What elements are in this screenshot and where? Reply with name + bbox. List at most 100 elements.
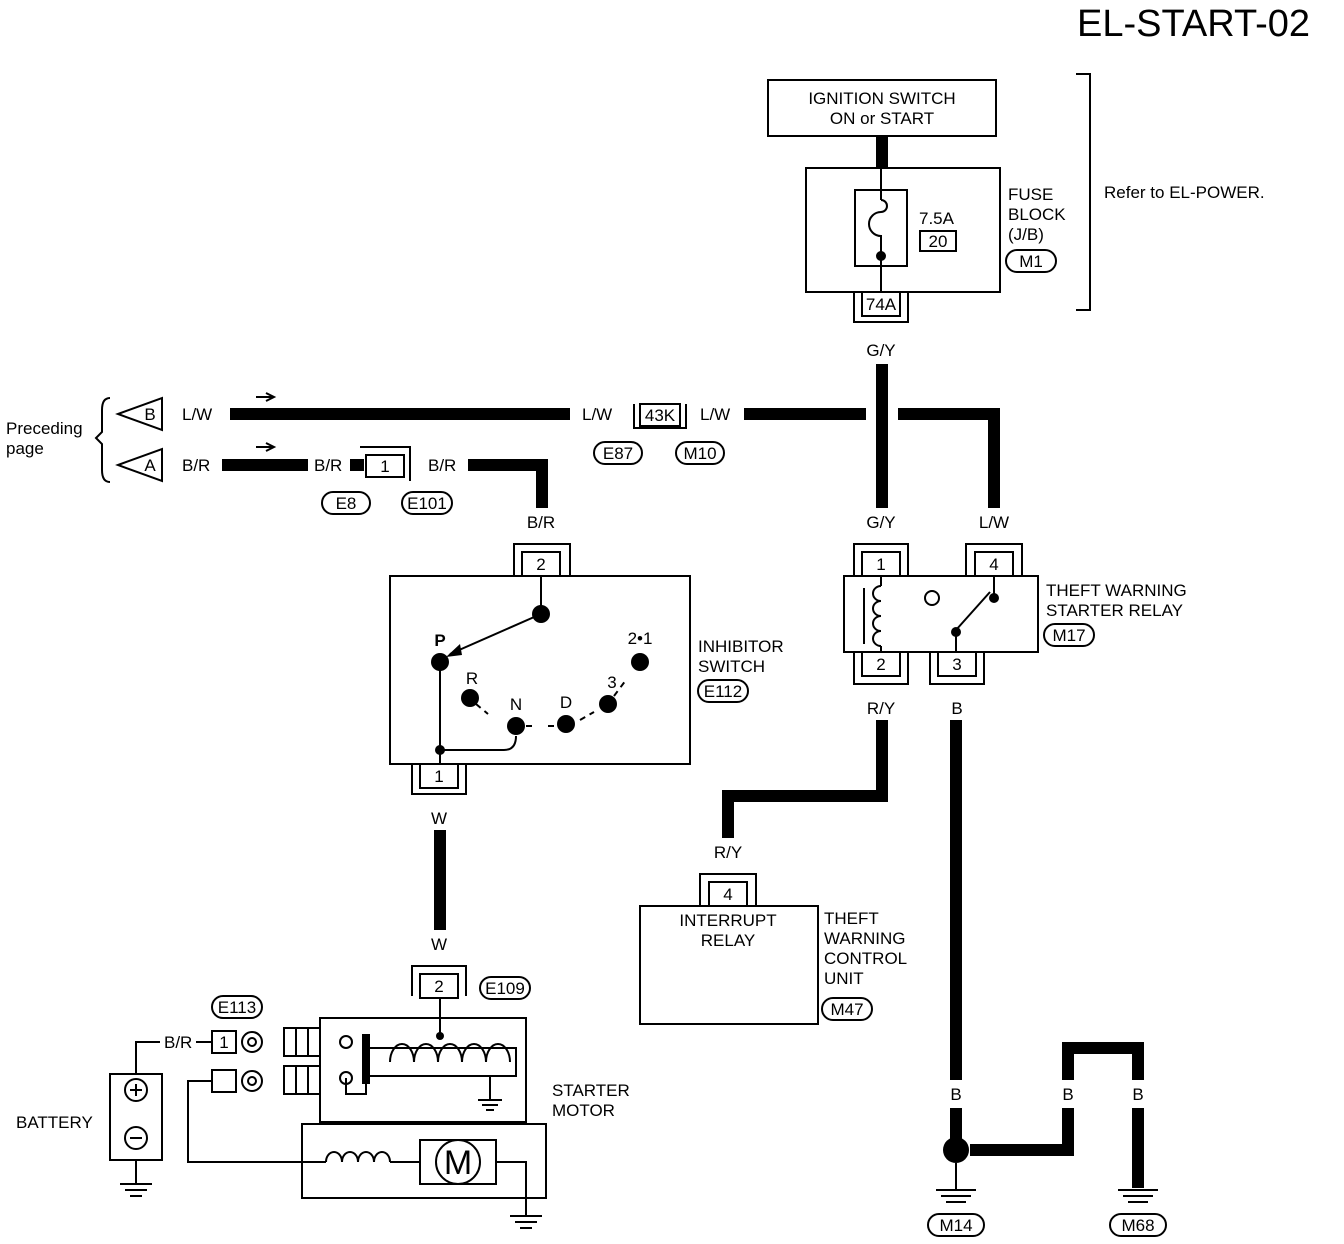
connector-m10-oval bbox=[675, 441, 725, 465]
wire-label-gy-top: G/Y bbox=[866, 341, 895, 360]
control-unit-label-4: UNIT bbox=[824, 969, 864, 988]
interrupt-relay-label-2: RELAY bbox=[701, 931, 756, 950]
connector-m1: M1 bbox=[1019, 252, 1043, 271]
inhibitor-label-r: R bbox=[466, 669, 478, 688]
inhibitor-pos-3 bbox=[599, 695, 617, 713]
wire-label-b-1: B bbox=[951, 699, 962, 718]
connector-b-triangle bbox=[115, 396, 163, 432]
inhibitor-label-p: P bbox=[434, 631, 445, 650]
fuse-number-box bbox=[919, 230, 957, 252]
wire-label-lw-3: L/W bbox=[700, 405, 730, 424]
refer-bracket bbox=[1076, 73, 1091, 311]
connector-e87: E87 bbox=[603, 444, 633, 463]
relay-switch-contact bbox=[955, 591, 991, 631]
relay-terminal-2-box bbox=[861, 651, 901, 677]
arrow-br-icon bbox=[256, 442, 277, 452]
connector-e112-oval bbox=[697, 679, 749, 703]
starter-ground-icon-1 bbox=[478, 1099, 502, 1111]
inhibitor-pos-r bbox=[461, 689, 479, 707]
ignition-switch-label-2: ON or START bbox=[830, 109, 934, 128]
relay-terminal-4: 4 bbox=[989, 555, 998, 574]
inhibitor-terminal-1: 1 bbox=[434, 767, 443, 786]
inhibitor-label-n: N bbox=[510, 695, 522, 714]
connector-e113: E113 bbox=[218, 998, 256, 1017]
wire-label-w-2: W bbox=[431, 935, 447, 954]
connector-m47: M47 bbox=[830, 1000, 863, 1019]
connector-e8: E8 bbox=[336, 494, 357, 513]
connector-a-triangle bbox=[115, 447, 163, 483]
wire-label-ry-1: R/Y bbox=[867, 699, 895, 718]
solenoid-coil-icon bbox=[389, 1043, 511, 1063]
wire-label-lw-4: L/W bbox=[979, 513, 1009, 532]
connector-m17-oval bbox=[1043, 623, 1095, 647]
connector-m17: M17 bbox=[1052, 626, 1085, 645]
ground-m14-icon bbox=[936, 1189, 976, 1203]
connector-e101-oval bbox=[401, 491, 453, 515]
starter-terminal-2: 2 bbox=[434, 977, 443, 996]
wire-label-lw-2: L/W bbox=[582, 405, 612, 424]
theft-relay-label-1: THEFT WARNING bbox=[1046, 581, 1187, 600]
diagram-title: EL-START-02 bbox=[1077, 3, 1310, 45]
connector-43k-box bbox=[639, 403, 681, 427]
wire-label-br-4: B/R bbox=[527, 513, 555, 532]
control-unit-label-3: CONTROL bbox=[824, 949, 907, 968]
inhibitor-pos-n bbox=[507, 717, 525, 735]
interrupt-relay-label-1: INTERRUPT bbox=[679, 911, 776, 930]
connector-m1-oval bbox=[1005, 249, 1057, 273]
connector-e112: E112 bbox=[704, 682, 742, 701]
ignition-switch-box bbox=[767, 79, 997, 137]
wire-label-lw-1: L/W bbox=[182, 405, 212, 424]
relay-terminal-1: 1 bbox=[876, 555, 885, 574]
arrow-lw-icon bbox=[256, 392, 277, 402]
connector-j1: 1 bbox=[380, 457, 389, 476]
theft-control-unit-box bbox=[639, 905, 819, 1025]
wire-label-gy-bottom: G/Y bbox=[866, 513, 895, 532]
ground-splice bbox=[943, 1137, 969, 1163]
preceding-bracket bbox=[94, 397, 111, 483]
relay-terminal-3-box bbox=[937, 651, 977, 677]
wire-lw-right-b bbox=[898, 408, 1000, 508]
wire-label-w-1: W bbox=[431, 809, 447, 828]
wire-label-br-battery: B/R bbox=[164, 1033, 192, 1052]
motor-icon bbox=[435, 1139, 481, 1185]
inhibitor-pos-21 bbox=[631, 653, 649, 671]
fuse-block-label-1: FUSE bbox=[1008, 185, 1053, 204]
wire-label-br-2: B/R bbox=[314, 456, 342, 475]
starter-motor-label-1: STARTER bbox=[552, 1081, 630, 1100]
refer-note: Refer to EL-POWER. bbox=[1104, 183, 1265, 202]
wire-br-right bbox=[468, 459, 548, 508]
battery-label: BATTERY bbox=[16, 1113, 93, 1132]
inhibitor-label-3: 3 bbox=[607, 673, 616, 692]
connector-e87-oval bbox=[593, 441, 643, 465]
battery-ground-icon bbox=[120, 1183, 152, 1197]
connector-m68: M68 bbox=[1121, 1216, 1154, 1235]
wire-label-ry-2: R/Y bbox=[714, 843, 742, 862]
battery-terminal-1: 1 bbox=[219, 1033, 228, 1052]
field-coil-icon bbox=[325, 1151, 391, 1163]
wire-label-br-3: B/R bbox=[428, 456, 456, 475]
connector-m47-oval bbox=[821, 997, 873, 1021]
connector-e101: E101 bbox=[407, 494, 447, 513]
connector-e8-oval bbox=[321, 491, 371, 515]
terminal-74a-box bbox=[861, 291, 901, 317]
preceding-page-label-1: Preceding bbox=[6, 419, 83, 438]
starter-motor-label-2: MOTOR bbox=[552, 1101, 615, 1120]
connector-m68-oval bbox=[1109, 1213, 1167, 1237]
relay-terminal-4-box bbox=[974, 551, 1014, 577]
wire-ry bbox=[722, 720, 888, 838]
inhibitor-label-21: 2•1 bbox=[628, 629, 653, 648]
fuse-block-label-3: (J/B) bbox=[1008, 225, 1044, 244]
relay-coil-icon bbox=[872, 585, 882, 647]
wire-label-b-3: B bbox=[1062, 1085, 1073, 1104]
theft-relay-label-2: STARTER RELAY bbox=[1046, 601, 1183, 620]
connector-m14: M14 bbox=[939, 1216, 972, 1235]
relay-terminal-2: 2 bbox=[876, 655, 885, 674]
ground-m68-icon bbox=[1118, 1189, 1158, 1203]
starter-ground-icon-2 bbox=[510, 1215, 542, 1229]
inhibitor-label-1: INHIBITOR bbox=[698, 637, 784, 656]
connector-m14-oval bbox=[927, 1213, 985, 1237]
fuse-block-label-2: BLOCK bbox=[1008, 205, 1066, 224]
connector-j1-box bbox=[365, 454, 405, 478]
ignition-switch-label-1: IGNITION SWITCH bbox=[808, 89, 955, 108]
